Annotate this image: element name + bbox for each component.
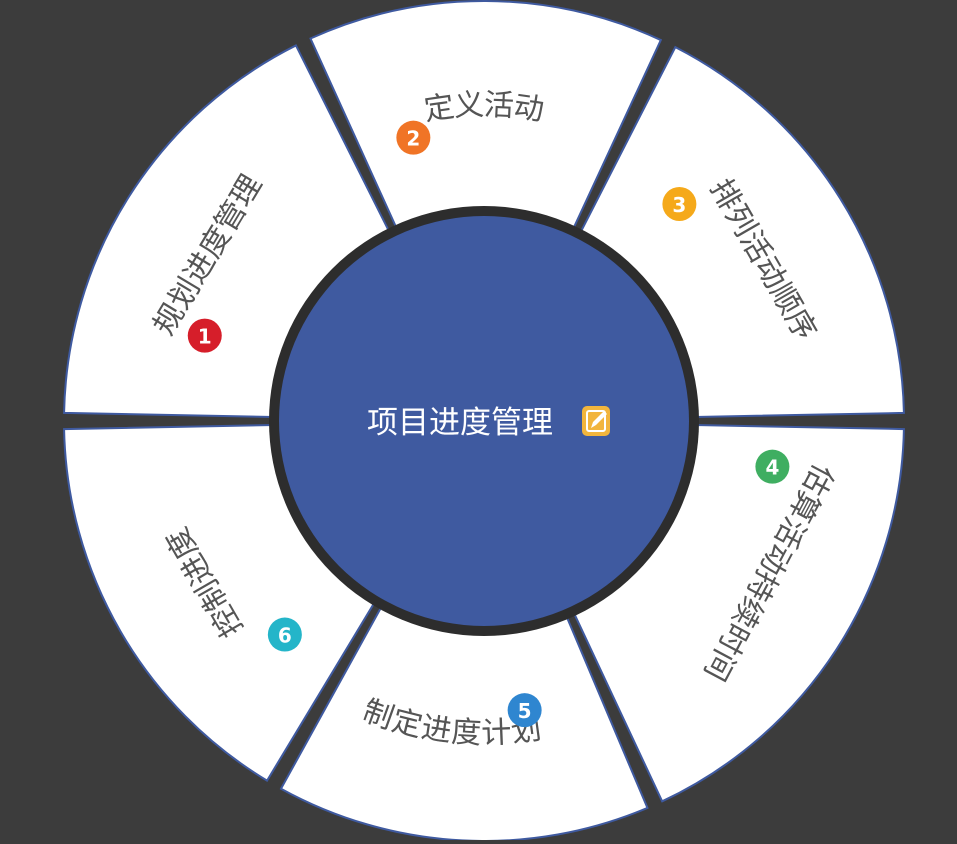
icon-pencil — [591, 411, 607, 428]
badge-circle — [187, 318, 222, 353]
center-title: 项目进度管理 — [367, 405, 553, 441]
badge-number: 5 — [518, 699, 532, 723]
badge-number: 4 — [765, 456, 779, 480]
step-badge-5: 5 — [507, 693, 542, 728]
badge-number: 6 — [278, 624, 292, 648]
step-badge-4: 4 — [755, 449, 790, 484]
step-badge-1: 1 — [187, 318, 222, 353]
badge-number: 3 — [672, 193, 686, 217]
icon-page — [586, 410, 606, 432]
badge-number: 2 — [406, 127, 420, 151]
badge-circle — [507, 693, 542, 728]
badge-circle — [662, 187, 697, 222]
badge-circle — [755, 449, 790, 484]
badge-number: 1 — [198, 325, 212, 349]
step-badge-6: 6 — [267, 617, 302, 652]
segments-layer — [63, 0, 905, 842]
step-badge-2: 2 — [396, 120, 431, 155]
edit-note-icon — [582, 406, 610, 436]
center-hub: 项目进度管理 — [269, 206, 699, 636]
step-badge-3: 3 — [662, 187, 697, 222]
center-circle — [279, 216, 689, 626]
badge-circle — [267, 617, 302, 652]
badge-circle — [396, 120, 431, 155]
